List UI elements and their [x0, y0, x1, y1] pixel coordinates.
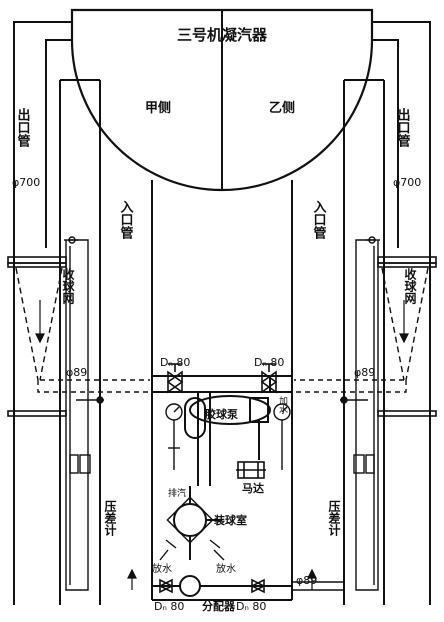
pressure-dial-right	[273, 403, 291, 470]
valve-label-bottom-left: Dₙ 80	[154, 600, 184, 613]
distributor-label: 分配器	[202, 599, 236, 613]
right-small-line	[292, 581, 344, 591]
drain-valves	[159, 539, 225, 561]
side-a-label: 甲侧	[145, 100, 171, 116]
pressure-gauge-left	[64, 236, 104, 591]
valve-label-top-right: Dₙ 80	[254, 356, 284, 369]
valve-dn80-bottom-left[interactable]	[158, 578, 174, 594]
ball-collector-left	[15, 267, 150, 393]
small-pipe-label-right: φ89	[354, 366, 375, 379]
pressure-dial-left	[165, 403, 183, 470]
outlet-pipe-label-left: 出口管	[15, 107, 31, 148]
valve-dn80-bottom-right[interactable]	[250, 578, 266, 594]
pressure-gauge-label-left: 压差计	[103, 500, 117, 537]
motor	[236, 461, 266, 479]
outlet-pipe-label-right: 出口管	[395, 107, 411, 148]
water-inlet-label: 加水	[277, 396, 288, 414]
ball-collector-label-left: 收球网	[61, 267, 75, 305]
ball-collector-label-right: 收球网	[403, 267, 417, 305]
outlet-pipe-left	[13, 21, 101, 605]
ball-pump-label: 胶球泵	[205, 407, 238, 421]
small-pipe-label-bottom: φ89	[296, 574, 317, 587]
inlet-pipe-label-left: 入口管	[118, 200, 134, 240]
drain-label-right: 放水	[216, 562, 236, 575]
ball-chamber	[166, 486, 222, 560]
motor-label: 马达	[242, 481, 264, 495]
flow-arrows	[35, 300, 409, 590]
pressure-gauge-label-right: 压差计	[327, 500, 341, 537]
inlet-pipe-label-right: 入口管	[311, 200, 327, 240]
pressure-gauge-right	[340, 236, 380, 591]
exhaust-label: 排汽	[168, 487, 186, 499]
condenser	[70, 8, 374, 192]
outlet-diameter-right: φ700	[393, 176, 421, 189]
valve-label-bottom-right: Dₙ 80	[236, 600, 266, 613]
valve-dn80-top-right[interactable]	[260, 363, 278, 394]
distributor	[151, 555, 293, 601]
valve-label-top-left: Dₙ 80	[160, 356, 190, 369]
drain-label-left: 放水	[152, 562, 172, 575]
small-pipe-label-left: φ89	[66, 366, 87, 379]
outlet-diameter-left: φ700	[12, 176, 40, 189]
side-b-label: 乙侧	[269, 100, 295, 116]
outlet-pipe-right	[343, 21, 431, 605]
ball-collector-right	[294, 267, 429, 393]
valve-dn80-top-left[interactable]	[166, 363, 184, 394]
ball-pump	[184, 392, 271, 486]
ball-chamber-label: 装球室	[213, 513, 247, 527]
condenser-title: 三号机凝汽器	[177, 26, 268, 44]
